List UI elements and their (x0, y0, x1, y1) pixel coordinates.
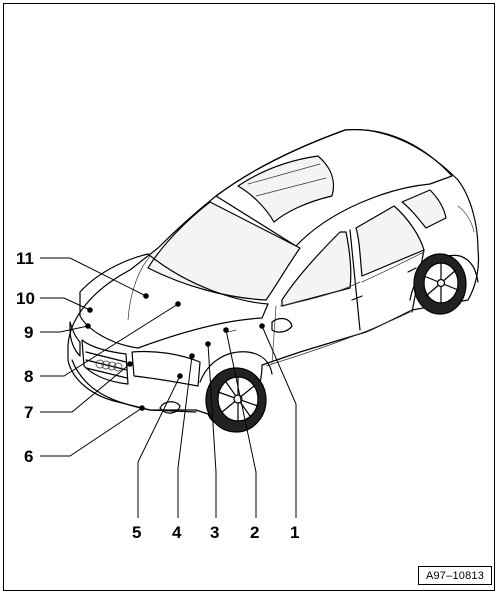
callout-label-6: 6 (24, 447, 33, 466)
callout-label-11: 11 (16, 249, 34, 268)
rear-door-handle (407, 267, 417, 273)
left-headlight (69, 321, 81, 357)
callout-dot-6 (139, 405, 145, 411)
front-door-handle (351, 295, 363, 301)
callout-dot-10 (87, 307, 93, 313)
right-headlight (131, 350, 201, 387)
audi-rings-logo (95, 359, 123, 372)
callout-dot-1 (259, 323, 265, 329)
callout-dot-4 (189, 353, 195, 359)
rear-side-window (355, 205, 425, 277)
callout-dot-3 (205, 341, 211, 347)
windscreen (147, 201, 301, 301)
figure-reference-code: A97–10813 (418, 566, 492, 585)
callout-label-1: 1 (290, 523, 299, 542)
callout-dots (85, 293, 265, 411)
callout-dot-11 (143, 293, 149, 299)
callout-dot-5 (177, 373, 183, 379)
callout-labels: 11 10 9 8 7 6 5 4 3 2 1 (16, 249, 299, 542)
callout-label-9: 9 (24, 323, 33, 342)
callout-dot-9 (85, 323, 91, 329)
callout-label-5: 5 (132, 523, 141, 542)
callout-label-3: 3 (210, 523, 219, 542)
callout-dot-7 (127, 361, 133, 367)
callout-dot-2 (223, 327, 229, 333)
grille (81, 339, 129, 385)
rear-quarter-window (401, 189, 447, 229)
callout-label-10: 10 (16, 289, 35, 308)
front-wheel-arch (199, 351, 273, 383)
side-mirror (271, 317, 293, 333)
callout-dot-8 (175, 301, 181, 307)
roof (215, 128, 453, 247)
front-side-window (281, 231, 352, 307)
car-illustration (67, 128, 480, 433)
leader-lines (40, 257, 297, 518)
callout-label-7: 7 (24, 403, 33, 422)
callout-label-4: 4 (172, 523, 182, 542)
bonnet (79, 253, 269, 349)
callout-label-8: 8 (24, 367, 33, 386)
front-bumper (71, 359, 197, 413)
sunroof (237, 155, 335, 223)
fog-light (159, 401, 181, 414)
callout-label-2: 2 (250, 523, 259, 542)
